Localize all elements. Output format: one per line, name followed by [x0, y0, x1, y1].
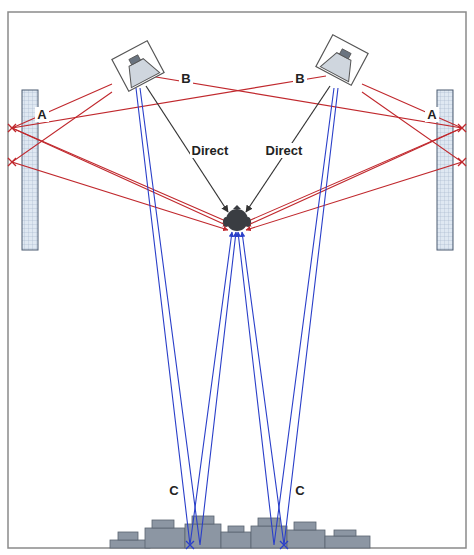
- reflection-point: [186, 541, 288, 549]
- rear-reflection: [136, 88, 338, 545]
- reflection-label: B: [293, 71, 306, 86]
- reflection-label: A: [425, 107, 438, 122]
- reflection-label: B: [179, 71, 192, 86]
- path-label: Direct: [190, 143, 231, 158]
- reflection-point: [8, 124, 466, 166]
- speaker: [112, 41, 164, 92]
- reflection-label: C: [167, 483, 180, 498]
- side-reflection: [12, 76, 462, 230]
- reflection-label: A: [35, 107, 48, 122]
- absorber-panel: [437, 90, 453, 250]
- direct-path: [146, 86, 330, 212]
- rear-diffuser: [110, 516, 370, 548]
- reflection-label: C: [293, 483, 306, 498]
- listener-head: [223, 205, 251, 231]
- room-wall: [8, 12, 466, 548]
- path-label: Direct: [264, 143, 305, 158]
- speaker: [316, 35, 368, 86]
